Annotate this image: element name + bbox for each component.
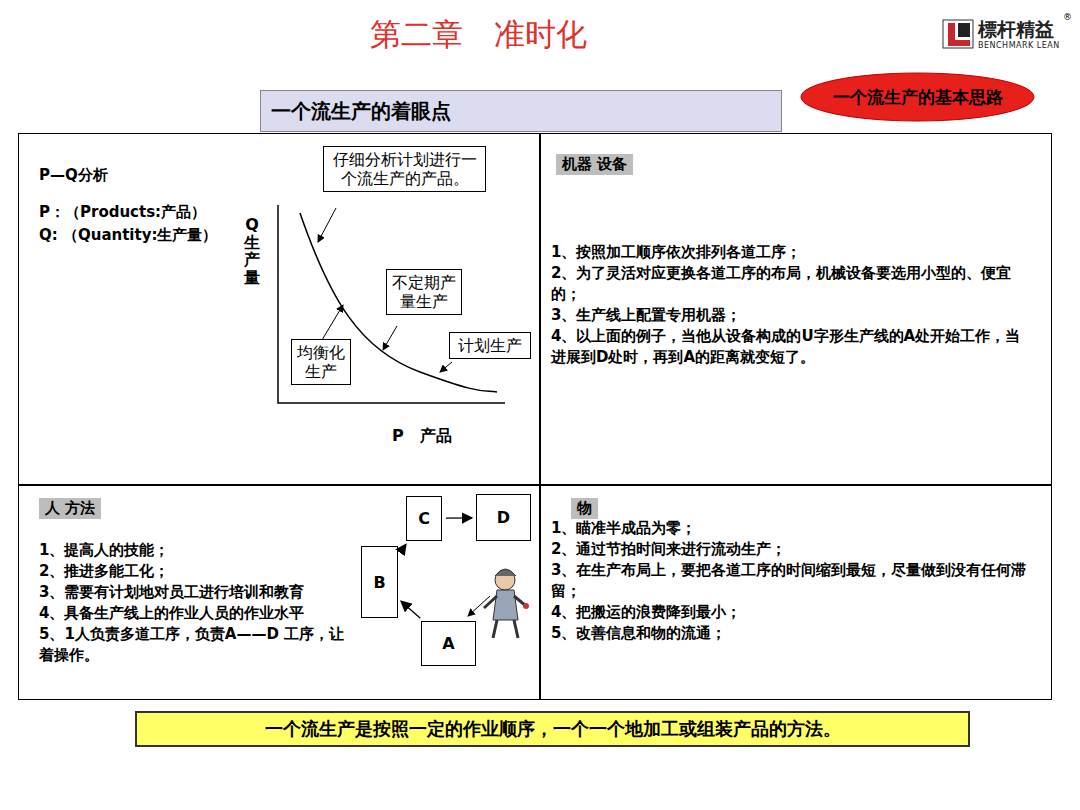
- list-item: 3、在生产布局上，要把各道工序的时间缩到最短，尽量做到没有任何滞留；: [551, 560, 1031, 602]
- item-list: 1、提高人的技能；2、推进多能工化；3、需要有计划地对员工进行培训和教育4、具备…: [39, 540, 357, 666]
- worker-arrow: [468, 596, 490, 616]
- station-box: B: [361, 546, 398, 618]
- quadrant-panel: 机器 设备 1、按照加工顺序依次排列各道工序；2、为了灵活对应更换各道工序的布局，…: [540, 133, 1052, 485]
- list-item: 5、改善信息和物的流通；: [551, 623, 1031, 644]
- logo-text: 標杆精益: [978, 17, 1054, 43]
- list-item: P：（Products:产品）: [39, 202, 259, 223]
- item-list: 1、按照加工顺序依次排列各道工序；2、为了灵活对应更换各道工序的布局，机械设备要…: [551, 242, 1021, 368]
- flow-arrow: [400, 544, 406, 552]
- list-item: 4、以上面的例子，当他从设备构成的U字形生产线的A处开始工作，当进展到D处时，再…: [551, 326, 1021, 368]
- axis-label: Q生产量: [244, 216, 260, 286]
- worker-figure: [484, 569, 529, 638]
- leader-arrow: [440, 362, 452, 372]
- station-box: A: [421, 621, 476, 666]
- callout-box: 仔细分析计划进行一个流生产的产品。: [323, 146, 486, 192]
- list-item: 3、生产线上配置专用机器；: [551, 305, 1021, 326]
- panel-heading: 人 方法: [39, 498, 101, 519]
- quadrant-panel: P—Q分析 P：（Products:产品）Q: （Quantity:生产量） 仔细分…: [18, 133, 540, 485]
- ellipse-outline: [801, 73, 1034, 121]
- list-item: 3、需要有计划地对员工进行培训和教育: [39, 582, 357, 603]
- node-text: D: [497, 508, 510, 527]
- node-text: 计划生产: [454, 336, 526, 355]
- list-item: 4、具备生产线上的作业人员的作业水平: [39, 603, 357, 624]
- node-text: B: [373, 573, 385, 592]
- node-text: 仔细分析计划进行一个流生产的产品。: [328, 150, 481, 188]
- station-box: C: [406, 496, 442, 541]
- quadrant-panel: 人 方法 1、提高人的技能；2、推进多能工化；3、需要有计划地对员工进行培训和教育…: [18, 485, 540, 700]
- item-list: P：（Products:产品）Q: （Quantity:生产量）: [39, 202, 259, 248]
- chart-axes: [278, 205, 505, 403]
- slide-title: 第二章 准时化: [370, 14, 587, 56]
- node-text: C: [418, 509, 430, 528]
- flow-arrow: [446, 517, 472, 519]
- logo-mark: [958, 23, 970, 37]
- panel-heading: 物: [571, 498, 598, 519]
- panel-heading: 机器 设备: [556, 154, 633, 175]
- list-item: 1、提高人的技能；: [39, 540, 357, 561]
- callout-box: 计划生产: [449, 332, 531, 359]
- list-item: 2、推进多能工化；: [39, 561, 357, 582]
- list-item: 4、把搬运的浪费降到最小；: [551, 602, 1031, 623]
- callout-box: 不定期产量生产: [386, 269, 462, 315]
- panel-heading: P—Q分析: [39, 166, 108, 185]
- quadrant-panel: 物1、瞄准半成品为零；2、通过节拍时间来进行流动生产；3、在生产布局上，要把各道…: [540, 485, 1052, 700]
- leader-arrow: [322, 305, 343, 340]
- list-item: 1、按照加工顺序依次排列各道工序；: [551, 242, 1021, 263]
- section-band: 一个流生产的着眼点: [260, 90, 782, 132]
- node-text: 均衡化生产: [296, 343, 346, 381]
- node-text: 不定期产量生产: [391, 273, 457, 311]
- station-box: D: [476, 494, 531, 541]
- list-item: 1、瞄准半成品为零；: [551, 518, 1031, 539]
- list-item: 2、为了灵活对应更换各道工序的布局，机械设备要选用小型的、便宜的；: [551, 263, 1021, 305]
- leader-arrow: [383, 326, 397, 350]
- callout-box: 均衡化生产: [291, 339, 351, 385]
- node-text: 一个流生产的着眼点: [271, 91, 451, 131]
- logo-icon: [943, 20, 973, 48]
- leader-arrow: [318, 208, 336, 242]
- node-text: 一个流生产的基本思路: [800, 72, 1035, 122]
- node-text: A: [442, 634, 454, 653]
- item-list: 1、瞄准半成品为零；2、通过节拍时间来进行流动生产；3、在生产布局上，要把各道工…: [551, 518, 1031, 644]
- registered-mark: ®: [1063, 12, 1072, 22]
- list-item: 5、1人负责多道工序，负责A——D 工序，让着操作。: [39, 624, 357, 666]
- highlight-ellipse: 一个流生产的基本思路: [800, 72, 1035, 122]
- logo-subtext: BENCHMARK LEAN: [978, 41, 1060, 50]
- axis-label: P 产品: [392, 426, 452, 447]
- list-item: Q: （Quantity:生产量）: [39, 225, 259, 246]
- flow-arrow: [401, 601, 420, 618]
- caption-band: 一个流生产是按照一定的作业顺序，一个一个地加工或组装产品的方法。: [135, 711, 970, 747]
- list-item: 2、通过节拍时间来进行流动生产；: [551, 539, 1031, 560]
- logo-mark: [948, 23, 970, 46]
